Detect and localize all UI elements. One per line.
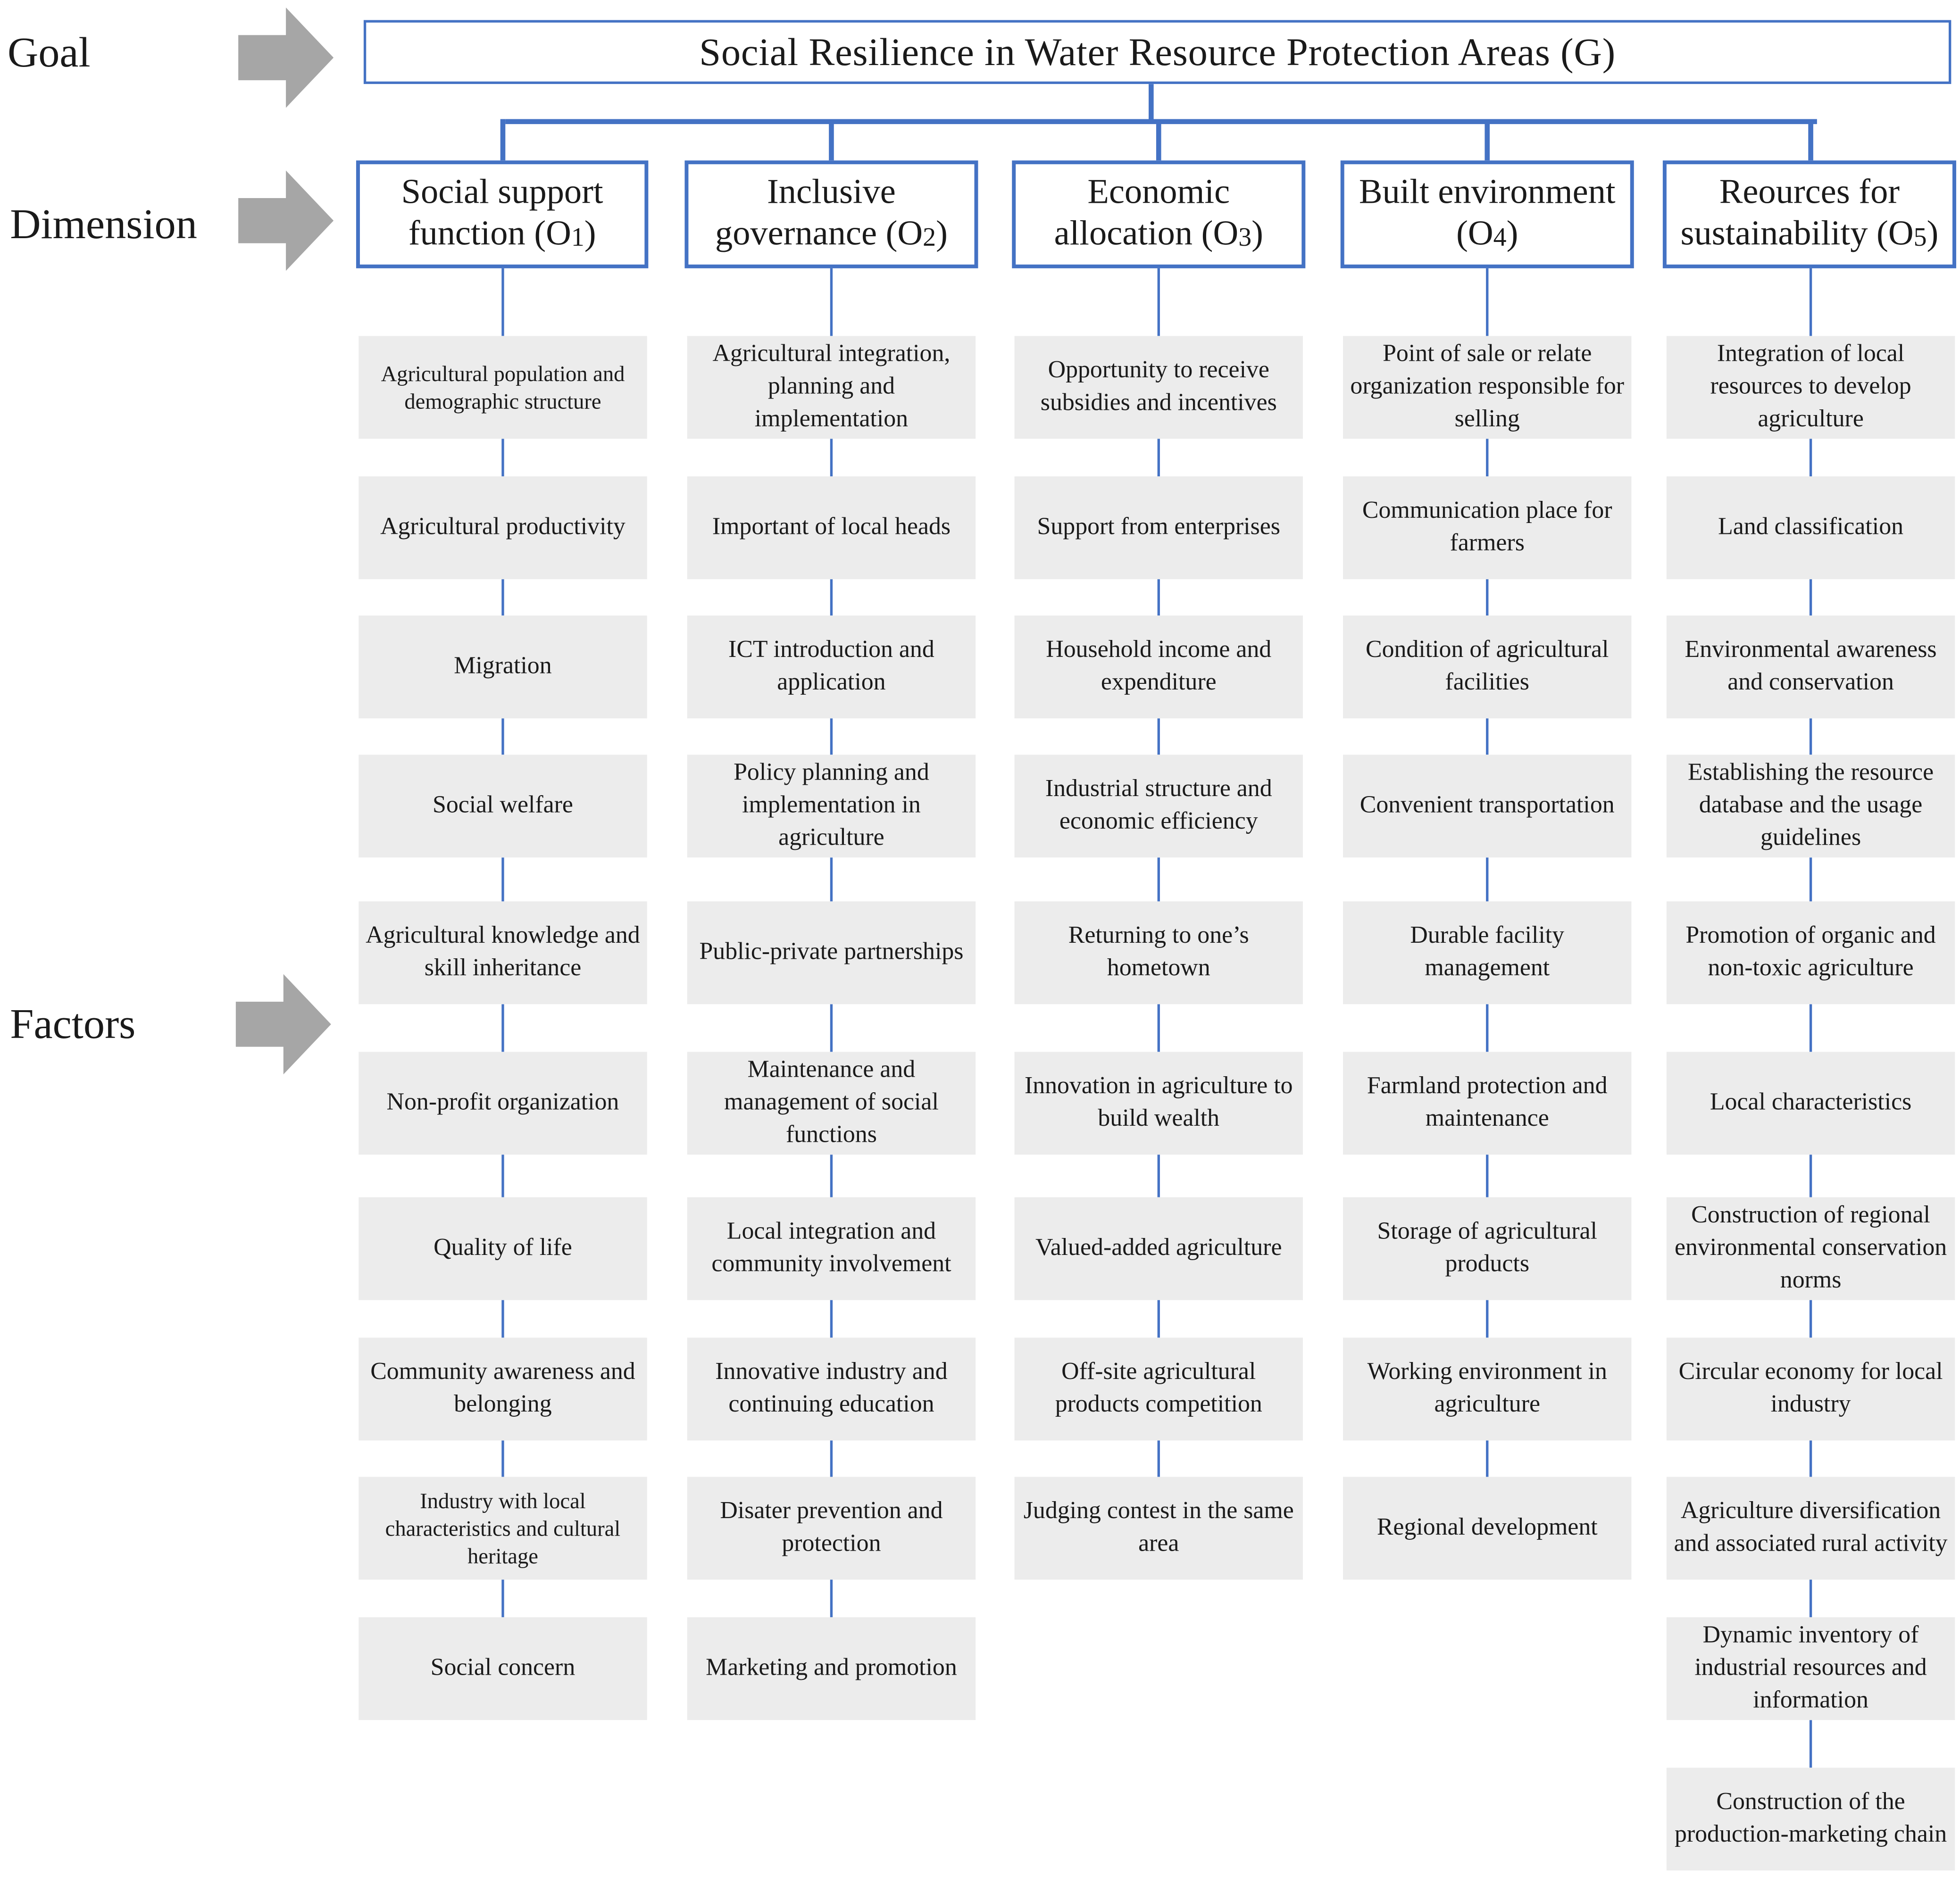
dimension-box-5: Reources for sustainability (O5): [1662, 160, 1956, 268]
factor-box: Non-profit organization: [359, 1052, 647, 1155]
factor-box: Migration: [359, 615, 647, 719]
factor-box: Circular economy for local industry: [1666, 1337, 1955, 1441]
dimension-title: Built environment: [1359, 172, 1616, 211]
factor-box: Quality of life: [359, 1197, 647, 1300]
dimension-subscript: 5: [1913, 221, 1927, 251]
factor-box: Judging contest in the same area: [1014, 1477, 1303, 1580]
factor-box: Promotion of organic and non-toxic agric…: [1666, 901, 1955, 1005]
factor-box: Important of local heads: [687, 476, 976, 580]
dimension-code: function (O: [408, 214, 571, 253]
factor-box: Agriculture diversification and associat…: [1666, 1477, 1955, 1580]
dimension-title: Reources for: [1719, 172, 1900, 211]
factor-box: Agricultural productivity: [359, 476, 647, 580]
dimension-subscript: 1: [571, 221, 584, 251]
factor-box: Storage of agricultural products: [1343, 1197, 1632, 1300]
factor-box: Innovation in agriculture to build wealt…: [1014, 1052, 1303, 1155]
factor-box: Environmental awareness and conservation: [1666, 615, 1955, 719]
factor-box: Agricultural population and demographic …: [359, 336, 647, 439]
factor-box: Regional development: [1343, 1477, 1632, 1580]
factor-box: Opportunity to receive subsidies and inc…: [1014, 336, 1303, 439]
dimension-code: (O: [1456, 214, 1493, 253]
factor-box: Support from enterprises: [1014, 476, 1303, 580]
factor-box: Establishing the resource database and t…: [1666, 755, 1955, 858]
factor-box: Returning to one’s hometown: [1014, 901, 1303, 1005]
factor-box: Convenient transportation: [1343, 755, 1632, 858]
dimension-subscript: 4: [1493, 221, 1507, 251]
row-label-dimension: Dimension: [10, 201, 197, 249]
factor-box: Marketing and promotion: [687, 1617, 976, 1720]
goal-box: Social Resilience in Water Resource Prot…: [363, 20, 1952, 84]
factor-box: Farmland protection and maintenance: [1343, 1052, 1632, 1155]
factor-box: Condition of agricultural facilities: [1343, 615, 1632, 719]
factor-box: Durable facility management: [1343, 901, 1632, 1005]
dimension-title: Social support: [401, 172, 603, 211]
dimension-box-2: Inclusive governance (O2): [684, 160, 978, 268]
factor-box: Industry with local characteristics and …: [359, 1477, 647, 1580]
factor-box: Maintenance and management of social fun…: [687, 1052, 976, 1155]
dimension-code: allocation (O: [1054, 214, 1239, 253]
factor-box: Land classification: [1666, 476, 1955, 580]
factor-box: Working environment in agriculture: [1343, 1337, 1632, 1441]
row-label-goal: Goal: [7, 30, 91, 77]
factor-box: Off-site agricultural products competiti…: [1014, 1337, 1303, 1441]
factor-box: Dynamic inventory of industrial resource…: [1666, 1617, 1955, 1720]
dimension-subscript: 3: [1238, 221, 1252, 251]
dimension-code: governance (O: [715, 214, 923, 253]
arrow-right-icon: [238, 7, 334, 108]
factor-box: Communication place for farmers: [1343, 476, 1632, 580]
factor-box: Agricultural integration, planning and i…: [687, 336, 976, 439]
factor-box: Construction of the production-marketing…: [1666, 1768, 1955, 1871]
dimension-title: Economic: [1087, 172, 1230, 211]
factor-box: Disater prevention and protection: [687, 1477, 976, 1580]
factor-box: Community awareness and belonging: [359, 1337, 647, 1441]
row-label-factors: Factors: [10, 1001, 136, 1048]
dimension-code: sustainability (O: [1680, 214, 1914, 253]
arrow-right-icon: [238, 170, 334, 271]
dimension-box-1: Social support function (O1): [356, 160, 649, 268]
factor-box: Integration of local resources to develo…: [1666, 336, 1955, 439]
factor-box: Policy planning and implementation in ag…: [687, 755, 976, 858]
arrow-right-icon: [235, 974, 331, 1075]
factor-box: Innovative industry and continuing educa…: [687, 1337, 976, 1441]
factor-box: Construction of regional environmental c…: [1666, 1197, 1955, 1300]
factor-box: ICT introduction and application: [687, 615, 976, 719]
dimension-box-4: Built environment (O4): [1340, 160, 1634, 268]
factor-box: Point of sale or relate organization res…: [1343, 336, 1632, 439]
factor-box: Local characteristics: [1666, 1052, 1955, 1155]
factor-box: Agricultural knowledge and skill inherit…: [359, 901, 647, 1005]
dimension-subscript: 2: [923, 221, 936, 251]
factor-box: Valued-added agriculture: [1014, 1197, 1303, 1300]
factor-box: Social welfare: [359, 755, 647, 858]
factor-box: Industrial structure and economic effici…: [1014, 755, 1303, 858]
factor-box: Social concern: [359, 1617, 647, 1720]
factor-box: Local integration and community involvem…: [687, 1197, 976, 1300]
factor-box: Household income and expenditure: [1014, 615, 1303, 719]
factor-box: Public-private partnerships: [687, 901, 976, 1005]
dimension-box-3: Economic allocation (O3): [1012, 160, 1306, 268]
dimension-title: Inclusive: [767, 172, 896, 211]
